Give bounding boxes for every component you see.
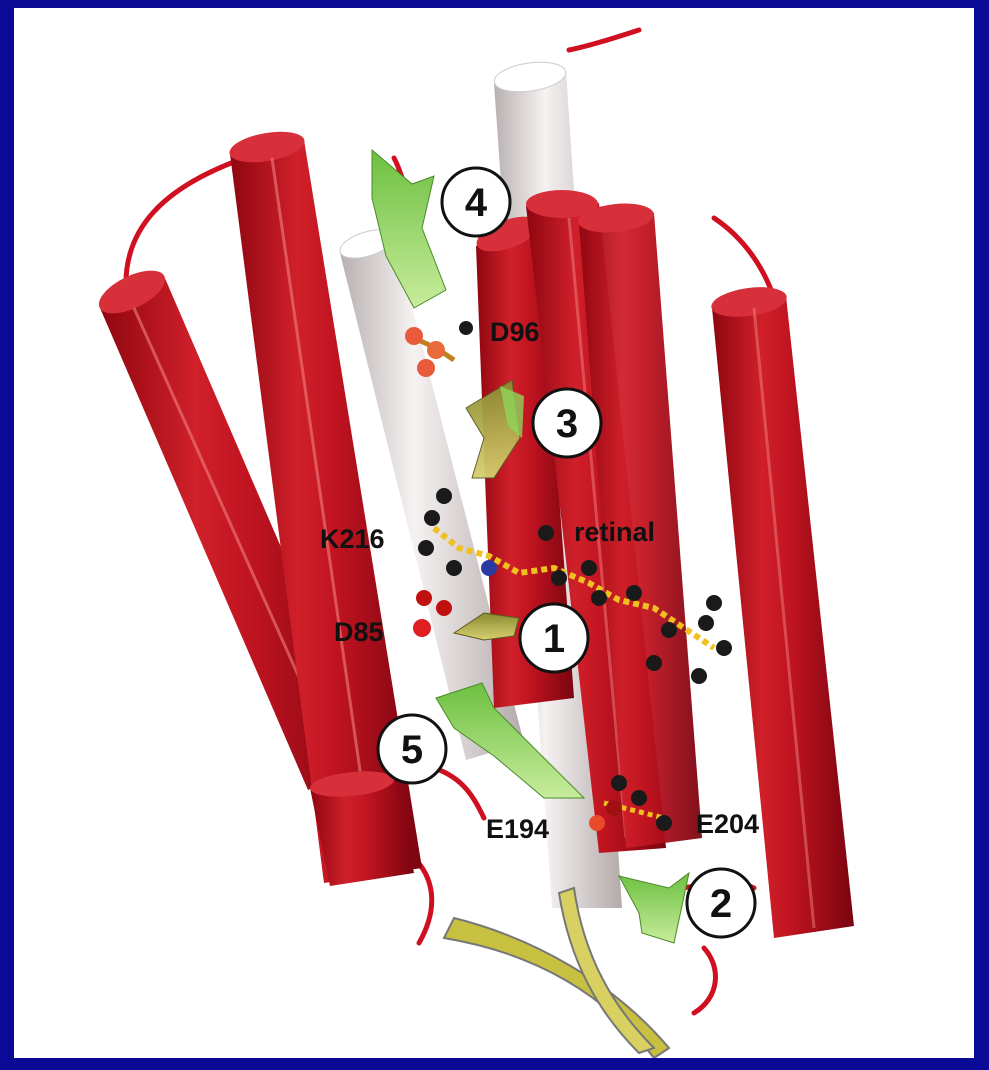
step-number-2: 2 [710, 882, 732, 926]
step-number-4: 4 [465, 181, 488, 225]
label-e204: E204 [696, 809, 759, 839]
label-d96: D96 [490, 317, 540, 347]
label-k216: K216 [320, 524, 385, 554]
proton-path-arrow-2 [619, 873, 689, 943]
step-number-3: 3 [556, 402, 578, 446]
label-d85: D85 [334, 617, 384, 647]
step-marker-2: 2 [687, 869, 755, 937]
step-marker-4: 4 [442, 168, 510, 236]
step-marker-3: 3 [533, 389, 601, 457]
label-e194: E194 [486, 814, 549, 844]
beta-hairpin [444, 888, 669, 1058]
label-retinal: retinal [574, 517, 655, 547]
helix-right-far [709, 283, 854, 938]
figure-panel: D96 K216 retinal D85 E194 E204 4 3 1 5 2 [14, 8, 974, 1058]
step-marker-1: 1 [520, 604, 588, 672]
protein-structure-illustration: D96 K216 retinal D85 E194 E204 4 3 1 5 2 [14, 8, 974, 1058]
step-marker-5: 5 [378, 715, 446, 783]
step-number-1: 1 [543, 617, 565, 661]
step-number-5: 5 [401, 728, 423, 772]
